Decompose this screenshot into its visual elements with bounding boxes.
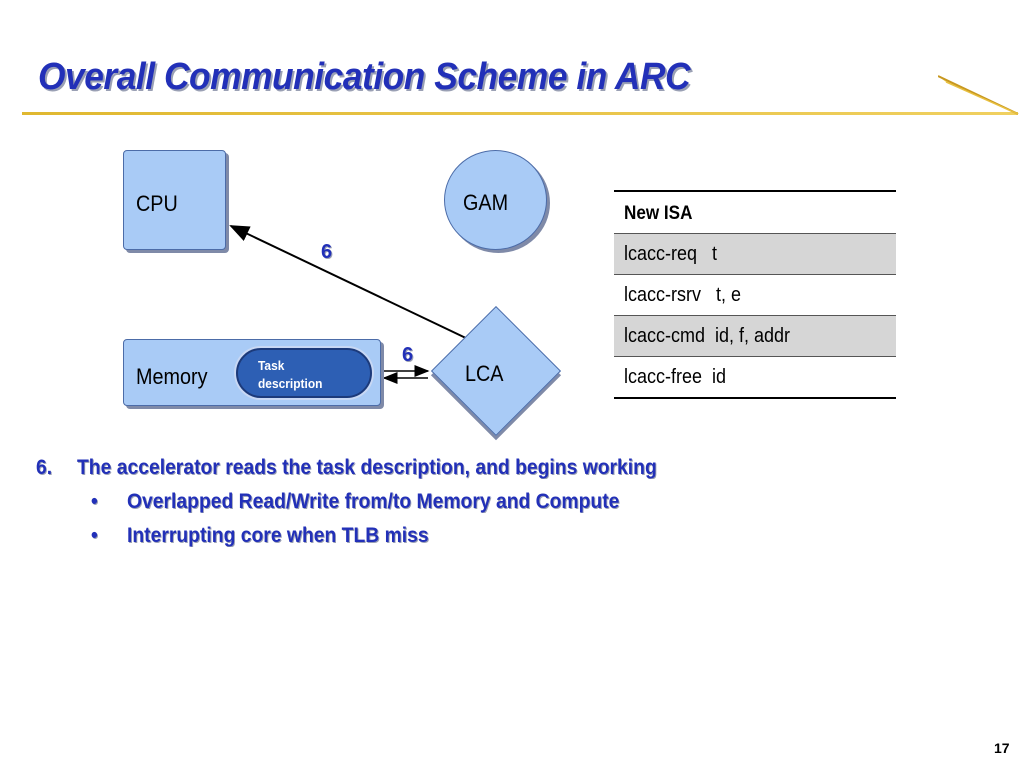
task-description-pill: Task description: [236, 348, 372, 398]
isa-cell: lcacc-rsrv t, e: [624, 284, 742, 306]
table-row: lcacc-cmd id, f, addr: [614, 315, 896, 356]
title-divider: [22, 112, 1018, 115]
gam-block: GAM: [444, 150, 547, 250]
step-label-cpu: 6: [321, 241, 333, 263]
isa-header-cell: New ISA: [624, 203, 693, 224]
table-row: lcacc-free id: [614, 356, 896, 397]
isa-cell: lcacc-req t: [624, 243, 718, 265]
main-point-number: 6.: [36, 456, 53, 479]
isa-cell: lcacc-free id: [624, 366, 727, 388]
task-description-line2: description: [258, 376, 323, 391]
task-description-line1: Task: [258, 358, 285, 373]
isa-table-header: New ISA: [614, 192, 896, 233]
slide-title: Overall Communication Scheme in ARC: [38, 56, 691, 98]
lca-label: LCA: [465, 361, 504, 386]
table-row: lcacc-req t: [614, 233, 896, 274]
memory-label: Memory: [136, 364, 208, 389]
lca-block: LCA: [430, 305, 562, 437]
isa-table: New ISA lcacc-req t lcacc-rsrv t, e lcac…: [614, 190, 896, 399]
bullet-marker: •: [91, 490, 98, 513]
corner-arrow-icon: [938, 75, 1019, 115]
sub-point-text: Interrupting core when TLB miss: [127, 524, 429, 547]
cpu-block: CPU: [123, 150, 226, 250]
gam-label: GAM: [463, 190, 509, 215]
lca-to-cpu-arrow: [229, 225, 471, 341]
step-label-memory: 6: [402, 344, 414, 366]
memory-block: Memory Task description: [123, 339, 381, 406]
sub-point-text: Overlapped Read/Write from/to Memory and…: [127, 490, 620, 513]
table-row: lcacc-rsrv t, e: [614, 274, 896, 315]
page-number: 17: [994, 740, 1010, 756]
bullet-marker: •: [91, 524, 98, 547]
main-point-text: The accelerator reads the task descripti…: [77, 456, 657, 479]
cpu-label: CPU: [136, 191, 178, 216]
isa-cell: lcacc-cmd id, f, addr: [624, 325, 791, 347]
